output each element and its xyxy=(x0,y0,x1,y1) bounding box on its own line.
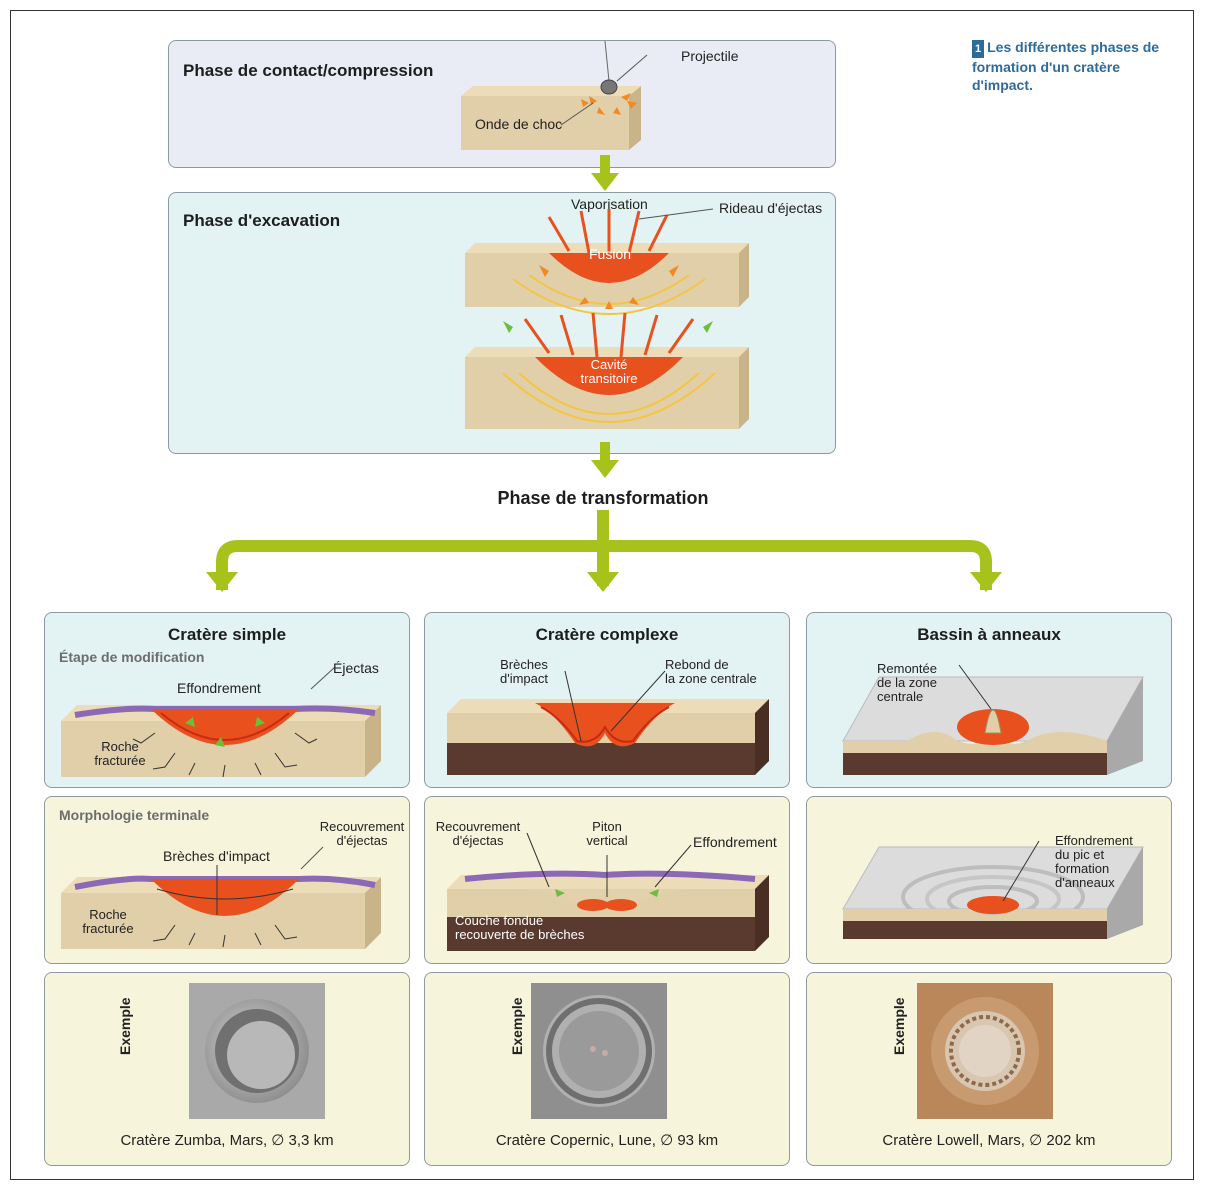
simple-cover-line2: d'éjectas xyxy=(315,833,409,848)
down-arrow-2 xyxy=(585,442,625,482)
ring-collapse-line4: d'anneaux xyxy=(1055,875,1115,890)
ring-basin-modification-panel: Bassin à anneaux Remontée de la zone cen… xyxy=(806,612,1172,788)
simple-breccia-label: Brèches d'impact xyxy=(163,849,270,864)
ejecta-curtain-label: Rideau d'éjectas xyxy=(719,201,822,216)
complex-cover-line1: Recouvrement xyxy=(431,819,525,834)
complex-crater-example-panel: Exemple Cratère Copernic, Lune, ∅ 93 km xyxy=(424,972,790,1166)
simple-ejecta-label: Éjectas xyxy=(333,661,379,676)
figure-number: 1 xyxy=(972,40,984,58)
branch-arrows xyxy=(0,510,1206,600)
ring-basin-terminal-panel: Effondrement du pic et formation d'annea… xyxy=(806,796,1172,964)
simple-example-caption: Cratère Zumba, Mars, ∅ 3,3 km xyxy=(45,1131,409,1149)
vaporisation-label: Vaporisation xyxy=(571,197,648,212)
simple-example-label: Exemple xyxy=(117,997,133,1055)
ring-collapse-line1: Effondrement xyxy=(1055,833,1133,848)
simple-rock2-line1: Roche xyxy=(81,907,135,922)
complex-melt-line2: recouverte de brèches xyxy=(455,927,584,942)
complex-peak-line2: vertical xyxy=(575,833,639,848)
complex-peak-line1: Piton xyxy=(579,819,635,834)
complex-example-label: Exemple xyxy=(509,997,525,1055)
complex-example-caption: Cratère Copernic, Lune, ∅ 93 km xyxy=(425,1131,789,1149)
complex-crater-terminal-panel: Recouvrement d'éjectas Piton vertical Ef… xyxy=(424,796,790,964)
complex-breccia-line1: Brèches xyxy=(489,657,559,672)
complex-cover-line2: d'éjectas xyxy=(431,833,525,848)
zumba-crater-photo xyxy=(189,983,325,1119)
ring-uplift-line3: centrale xyxy=(877,689,923,704)
complex-melt-line1: Couche fondue xyxy=(455,913,543,928)
down-arrow-1 xyxy=(585,155,625,195)
projectile-label: Projectile xyxy=(681,49,739,64)
simple-rock-line1: Roche xyxy=(93,739,147,754)
simple-rock2-line2: fracturée xyxy=(75,921,141,936)
ring-collapse-line3: formation xyxy=(1055,861,1109,876)
contact-phase-panel: Phase de contact/compression Projectile … xyxy=(168,40,836,168)
complex-rebound-line2: la zone centrale xyxy=(665,671,757,686)
ring-example-label: Exemple xyxy=(891,997,907,1055)
shock-wave-label: Onde de choc xyxy=(475,117,562,132)
complex-collapse-label: Effondrement xyxy=(693,835,777,850)
lowell-crater-photo xyxy=(917,983,1053,1119)
figure-caption-text: Les différentes phases de formation d'un… xyxy=(972,39,1159,93)
ring-terminal-illustration xyxy=(807,797,1173,965)
copernicus-crater-photo xyxy=(531,983,667,1119)
complex-breccia-line2: d'impact xyxy=(489,671,559,686)
simple-rock-line2: fracturée xyxy=(87,753,153,768)
ring-modification-illustration xyxy=(807,613,1173,789)
excavation-illustration xyxy=(169,193,837,455)
ring-example-caption: Cratère Lowell, Mars, ∅ 202 km xyxy=(807,1131,1171,1149)
simple-cover-line1: Recouvrement xyxy=(315,819,409,834)
complex-crater-modification-panel: Cratère complexe Brèches d'impact Rebond… xyxy=(424,612,790,788)
ring-uplift-line1: Remontée xyxy=(877,661,937,676)
transformation-title: Phase de transformation xyxy=(0,488,1206,509)
cavity-label-line1: Cavité xyxy=(589,357,629,372)
ring-collapse-line2: du pic et xyxy=(1055,847,1104,862)
ring-basin-example-panel: Exemple Cratère Lowell, Mars, ∅ 202 km xyxy=(806,972,1172,1166)
excavation-phase-panel: Phase d'excavation xyxy=(168,192,836,454)
fusion-label: Fusion xyxy=(589,247,631,262)
simple-crater-terminal-panel: Morphologie terminale Recouvrement d'éje… xyxy=(44,796,410,964)
complex-modification-illustration xyxy=(425,613,791,789)
complex-rebound-line1: Rebond de xyxy=(665,657,729,672)
simple-crater-modification-panel: Cratère simple Étape de modification Eff… xyxy=(44,612,410,788)
ring-uplift-line2: de la zone xyxy=(877,675,937,690)
simple-collapse-label: Effondrement xyxy=(177,681,261,696)
simple-crater-example-panel: Exemple Cratère Zumba, Mars, ∅ 3,3 km xyxy=(44,972,410,1166)
cavity-label-line2: transitoire xyxy=(575,371,643,386)
